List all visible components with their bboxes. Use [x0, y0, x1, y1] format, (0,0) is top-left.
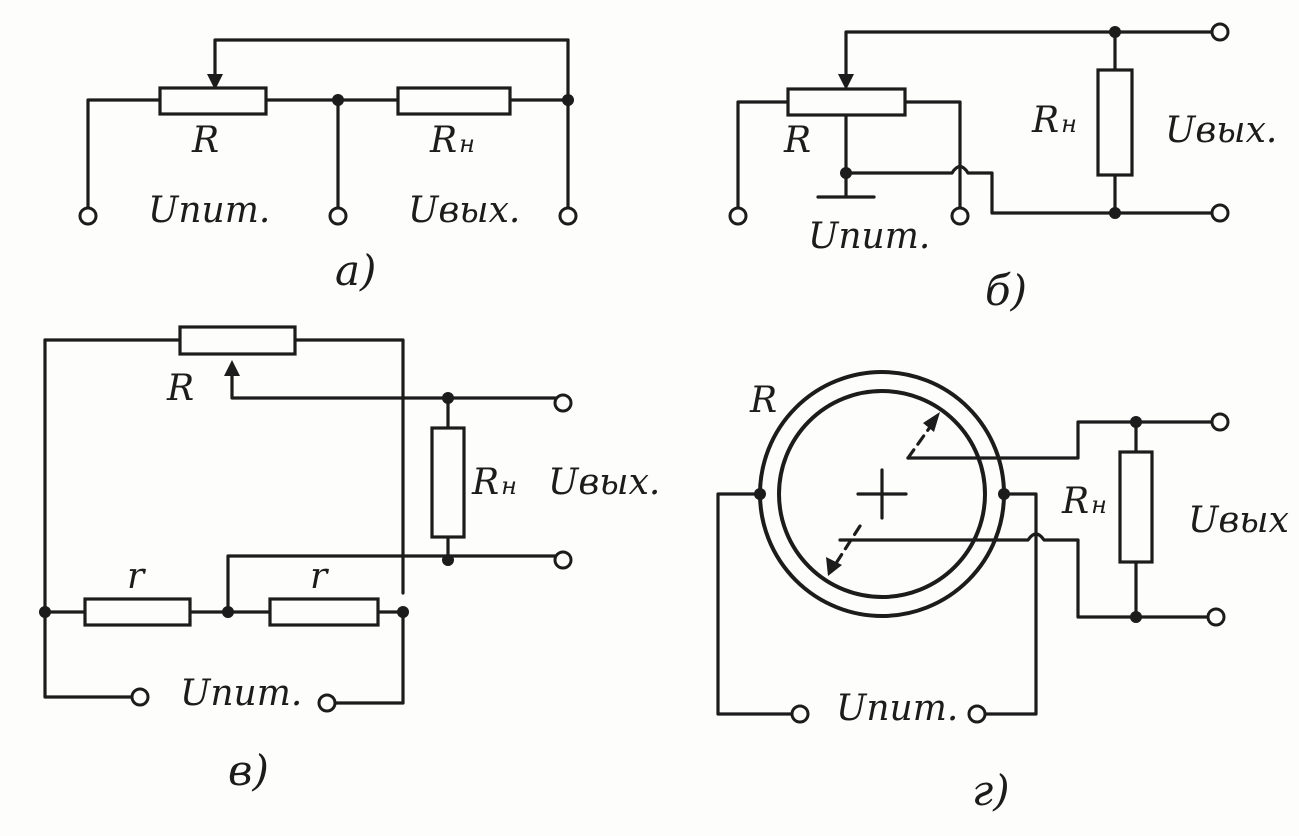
wiper-arm [831, 524, 862, 570]
caption-a: а) [335, 246, 376, 295]
wiper-wire [213, 38, 570, 82]
label-load-resistor: Rн [1061, 481, 1107, 522]
junction [754, 488, 766, 500]
resistor-r-right [268, 597, 380, 627]
wiper-arrow [826, 557, 842, 576]
wire [903, 100, 962, 212]
resistor-r-left [83, 597, 192, 627]
wiper-arrow [207, 74, 223, 90]
junction [998, 488, 1010, 500]
junction [332, 94, 344, 106]
terminal [553, 393, 573, 413]
junction [1130, 416, 1142, 428]
load-resistor [1118, 450, 1154, 564]
wire [736, 100, 790, 212]
label-output-voltage: Uвых [1188, 500, 1289, 541]
load-resistor [396, 86, 512, 116]
terminal [328, 206, 348, 226]
wiper-arrow [224, 360, 240, 376]
junction [562, 94, 574, 106]
potentiometer-R [786, 87, 907, 117]
junction [442, 554, 454, 566]
circuit-b: R Rн Uвых. Uпит. б) [728, 22, 1277, 315]
wire [716, 492, 794, 716]
terminal [950, 206, 970, 226]
label-load-resistor: Rн [471, 462, 517, 503]
label-load-resistor: Rн [429, 120, 475, 161]
terminal [967, 704, 987, 724]
terminal [790, 704, 810, 724]
wire [844, 164, 1214, 215]
wire [86, 98, 162, 212]
terminal [78, 206, 98, 226]
load-resistor [430, 426, 466, 539]
wire [983, 492, 1038, 716]
wiper-wire [844, 30, 1117, 82]
label-r-right: r [310, 556, 329, 597]
wire [43, 338, 134, 699]
circuit-a: R Rн Uпит. Uвых. а) [78, 38, 578, 295]
label-R: R [749, 380, 777, 421]
ring-potentiometer-inner [777, 389, 987, 599]
label-supply-voltage: Uпит. [808, 216, 930, 257]
junction [222, 606, 234, 618]
label-r-left: r [127, 556, 146, 597]
label-R: R [783, 120, 811, 161]
label-R: R [191, 120, 219, 161]
terminal [553, 550, 573, 570]
label-supply-voltage: Uпит. [836, 688, 958, 729]
wiper-wire [838, 532, 1214, 619]
label-output-voltage: Uвых. [1165, 110, 1277, 151]
label-supply-voltage: Uпит. [180, 673, 302, 714]
terminal [130, 687, 150, 707]
junction [442, 392, 454, 404]
terminal [317, 693, 337, 713]
wiper-wire [230, 370, 557, 400]
center-cross [856, 468, 908, 520]
terminal [558, 206, 578, 226]
label-R: R [166, 368, 194, 409]
caption-g: г) [972, 766, 1010, 815]
terminal [728, 206, 748, 226]
wire [293, 338, 405, 595]
terminal [1210, 22, 1230, 42]
junction [39, 606, 51, 618]
junction [840, 167, 852, 179]
wiper-arrow [923, 412, 940, 432]
terminal [1210, 412, 1230, 432]
wiper-arrow [838, 74, 854, 90]
circuit-v: R Rн Uвых. r r Uпит. в) [39, 325, 660, 795]
load-resistor [1096, 68, 1134, 177]
wiper-wire [906, 420, 1214, 460]
junction [1109, 207, 1121, 219]
label-output-voltage: Uвых. [408, 190, 520, 231]
potentiometer-R [158, 86, 268, 116]
caption-v: в) [228, 746, 269, 795]
terminal [1210, 203, 1230, 223]
label-supply-voltage: Uпит. [148, 190, 270, 231]
caption-b: б) [985, 266, 1027, 315]
wire [333, 611, 405, 705]
label-output-voltage: Uвых. [548, 462, 660, 503]
terminal [1206, 607, 1226, 627]
label-load-resistor: Rн [1031, 100, 1077, 141]
junction [1130, 611, 1142, 623]
circuit-g: R Rн Uвых Uпит. г) [716, 370, 1289, 815]
junction [1109, 26, 1121, 38]
junction [397, 606, 409, 618]
potentiometer-R [178, 325, 297, 356]
